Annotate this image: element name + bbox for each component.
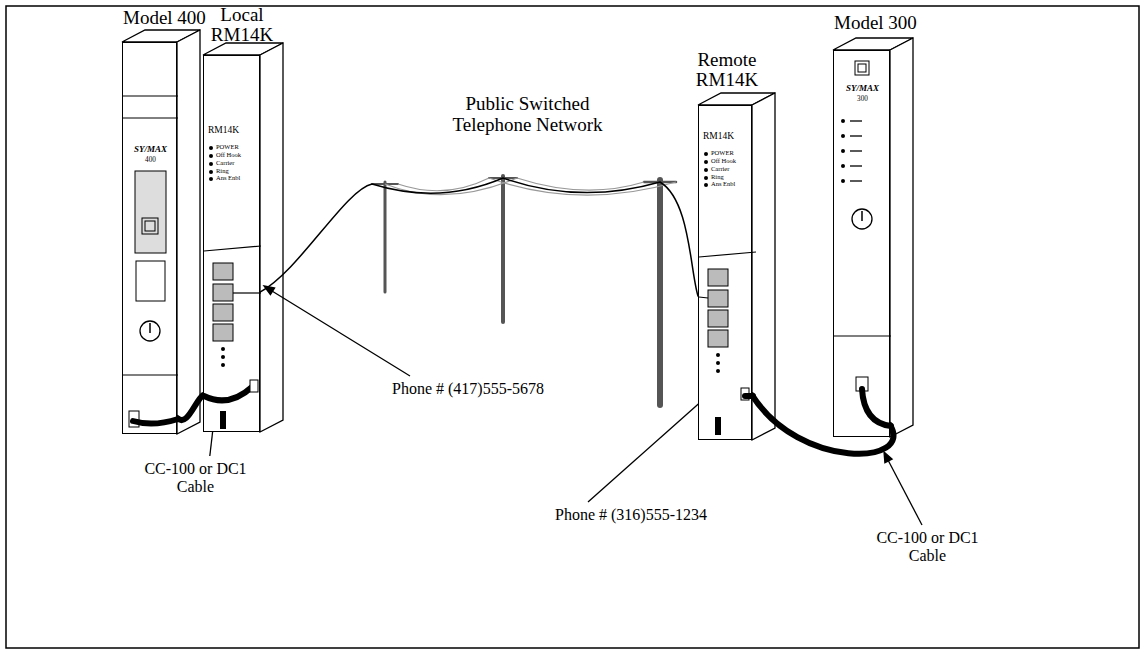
- leader-arrows: [210, 286, 922, 525]
- panel-text: SY/MAX: [123, 145, 178, 154]
- plc-model-400: Model 400SY/MAX400: [122, 42, 177, 434]
- panel-text: POWER: [711, 150, 734, 157]
- panel-text: Off Hook: [216, 152, 241, 159]
- cable-label: CC-100 or DC1 Cable: [870, 529, 985, 564]
- panel-text: RM14K: [703, 132, 734, 142]
- cable-label: CC-100 or DC1 Cable: [138, 460, 253, 495]
- serial-cable: [177, 395, 203, 420]
- device-housings: [122, 30, 913, 440]
- panel-text: Ring: [216, 168, 229, 175]
- panel-text: 300: [834, 96, 891, 104]
- device-title: Model 300: [834, 13, 917, 33]
- device-face: [123, 43, 178, 435]
- phone-line: [260, 178, 698, 296]
- device-title: Model 400: [123, 8, 206, 28]
- device-face: [834, 51, 891, 438]
- device-title: Remote RM14K: [687, 50, 767, 90]
- telephone-poles: [372, 176, 676, 405]
- device-face: [699, 106, 753, 441]
- device-face: [204, 56, 261, 433]
- panel-text: Carrier: [711, 166, 729, 173]
- panel-text: 400: [123, 157, 178, 165]
- panel-text: Ans Enbl: [711, 181, 735, 188]
- panel-text: Off Hook: [711, 158, 736, 165]
- local-modem: Local RM14KRM14KPOWEROff HookCarrierRing…: [203, 55, 260, 432]
- device-title: Local RM14K: [202, 5, 282, 45]
- panel-text: SY/MAX: [834, 84, 891, 93]
- panel-text: Ring: [711, 174, 724, 181]
- panel-text: POWER: [216, 144, 239, 151]
- panel-text: Carrier: [216, 160, 234, 167]
- frame: [6, 6, 1139, 648]
- panel-text: RM14K: [208, 126, 239, 136]
- network-label: Public Switched Telephone Network: [440, 94, 615, 136]
- plc-model-300: Model 300SY/MAX300: [833, 50, 890, 437]
- phone-number: Phone # (316)555-1234: [555, 506, 707, 524]
- remote-modem: Remote RM14KRM14KPOWEROff HookCarrierRin…: [698, 105, 752, 440]
- panel-text: Ans Enbl: [216, 175, 240, 182]
- phone-number: Phone # (417)555-5678: [392, 380, 544, 398]
